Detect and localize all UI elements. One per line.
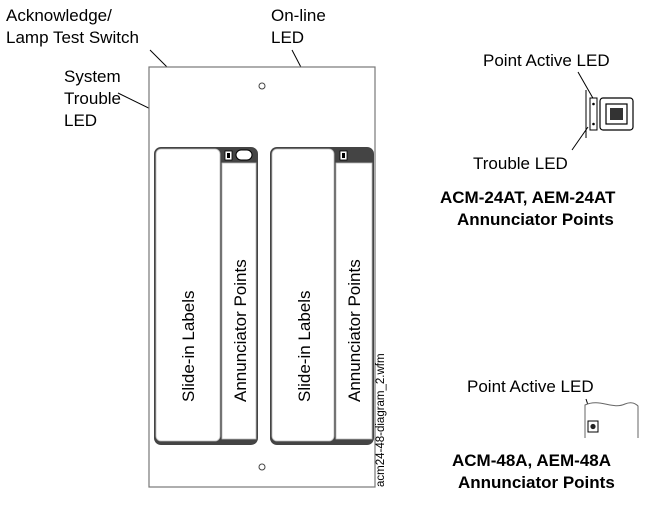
system-trouble-label-line2: Trouble	[64, 89, 121, 108]
left-annunciator-points-text: Annunciator Points	[231, 259, 250, 402]
trouble-led-leader	[571, 126, 589, 151]
left-slide-in-labels-text: Slide-in Labels	[179, 290, 198, 402]
ack-lamp-test-switch	[235, 149, 253, 161]
right-module: Slide-in Labels Annunciator Points	[270, 147, 374, 445]
online-led-label-line1: On-line	[271, 6, 326, 25]
point-active-led-label-bottom: Point Active LED	[467, 377, 594, 396]
online-led-label-line2: LED	[271, 28, 304, 47]
system-trouble-label-line1: System	[64, 67, 121, 86]
acm24-trouble-led	[592, 122, 595, 126]
acm24at-caption-line2: Annunciator Points	[457, 210, 614, 229]
right-slide-in-area	[271, 148, 335, 442]
acm48a-caption-line1: ACM-48A, AEM-48A	[452, 451, 611, 470]
acm24at-caption-line1: ACM-24AT, AEM-24AT	[440, 188, 616, 207]
acm24-switch-button-face	[610, 108, 623, 120]
point-active-led-label-top: Point Active LED	[483, 51, 610, 70]
trouble-led-label: Trouble LED	[473, 154, 568, 173]
system-trouble-label-line3: LED	[64, 111, 97, 130]
acm24-point-active-led	[592, 102, 595, 106]
acm24-point-detail	[585, 90, 634, 138]
acm24-led-strip	[589, 97, 598, 131]
acm48-panel-cutout	[584, 402, 639, 438]
right-annunciator-points-text: Annunciator Points	[345, 259, 364, 402]
online-led-dot	[342, 153, 345, 158]
acm48-point-detail	[584, 402, 639, 438]
mounting-hole-bottom	[258, 463, 266, 471]
file-name-label: acm24-48-diagram_2.wfm	[375, 353, 387, 487]
right-annunciator-area	[335, 162, 373, 440]
left-module: Slide-in Labels Annunciator Points	[154, 147, 258, 445]
acm48-point-active-led	[590, 423, 596, 430]
right-slide-in-labels-text: Slide-in Labels	[295, 290, 314, 402]
left-slide-in-area	[155, 148, 221, 442]
ack-switch-label-line1: Acknowledge/	[6, 6, 112, 25]
point-active-leader-top	[577, 71, 595, 101]
system-trouble-led-dot	[227, 153, 230, 158]
acm48a-caption-line2: Annunciator Points	[458, 473, 615, 492]
mounting-hole-top	[258, 82, 266, 90]
ack-switch-label-line2: Lamp Test Switch	[6, 28, 139, 47]
left-annunciator-area	[221, 162, 257, 440]
